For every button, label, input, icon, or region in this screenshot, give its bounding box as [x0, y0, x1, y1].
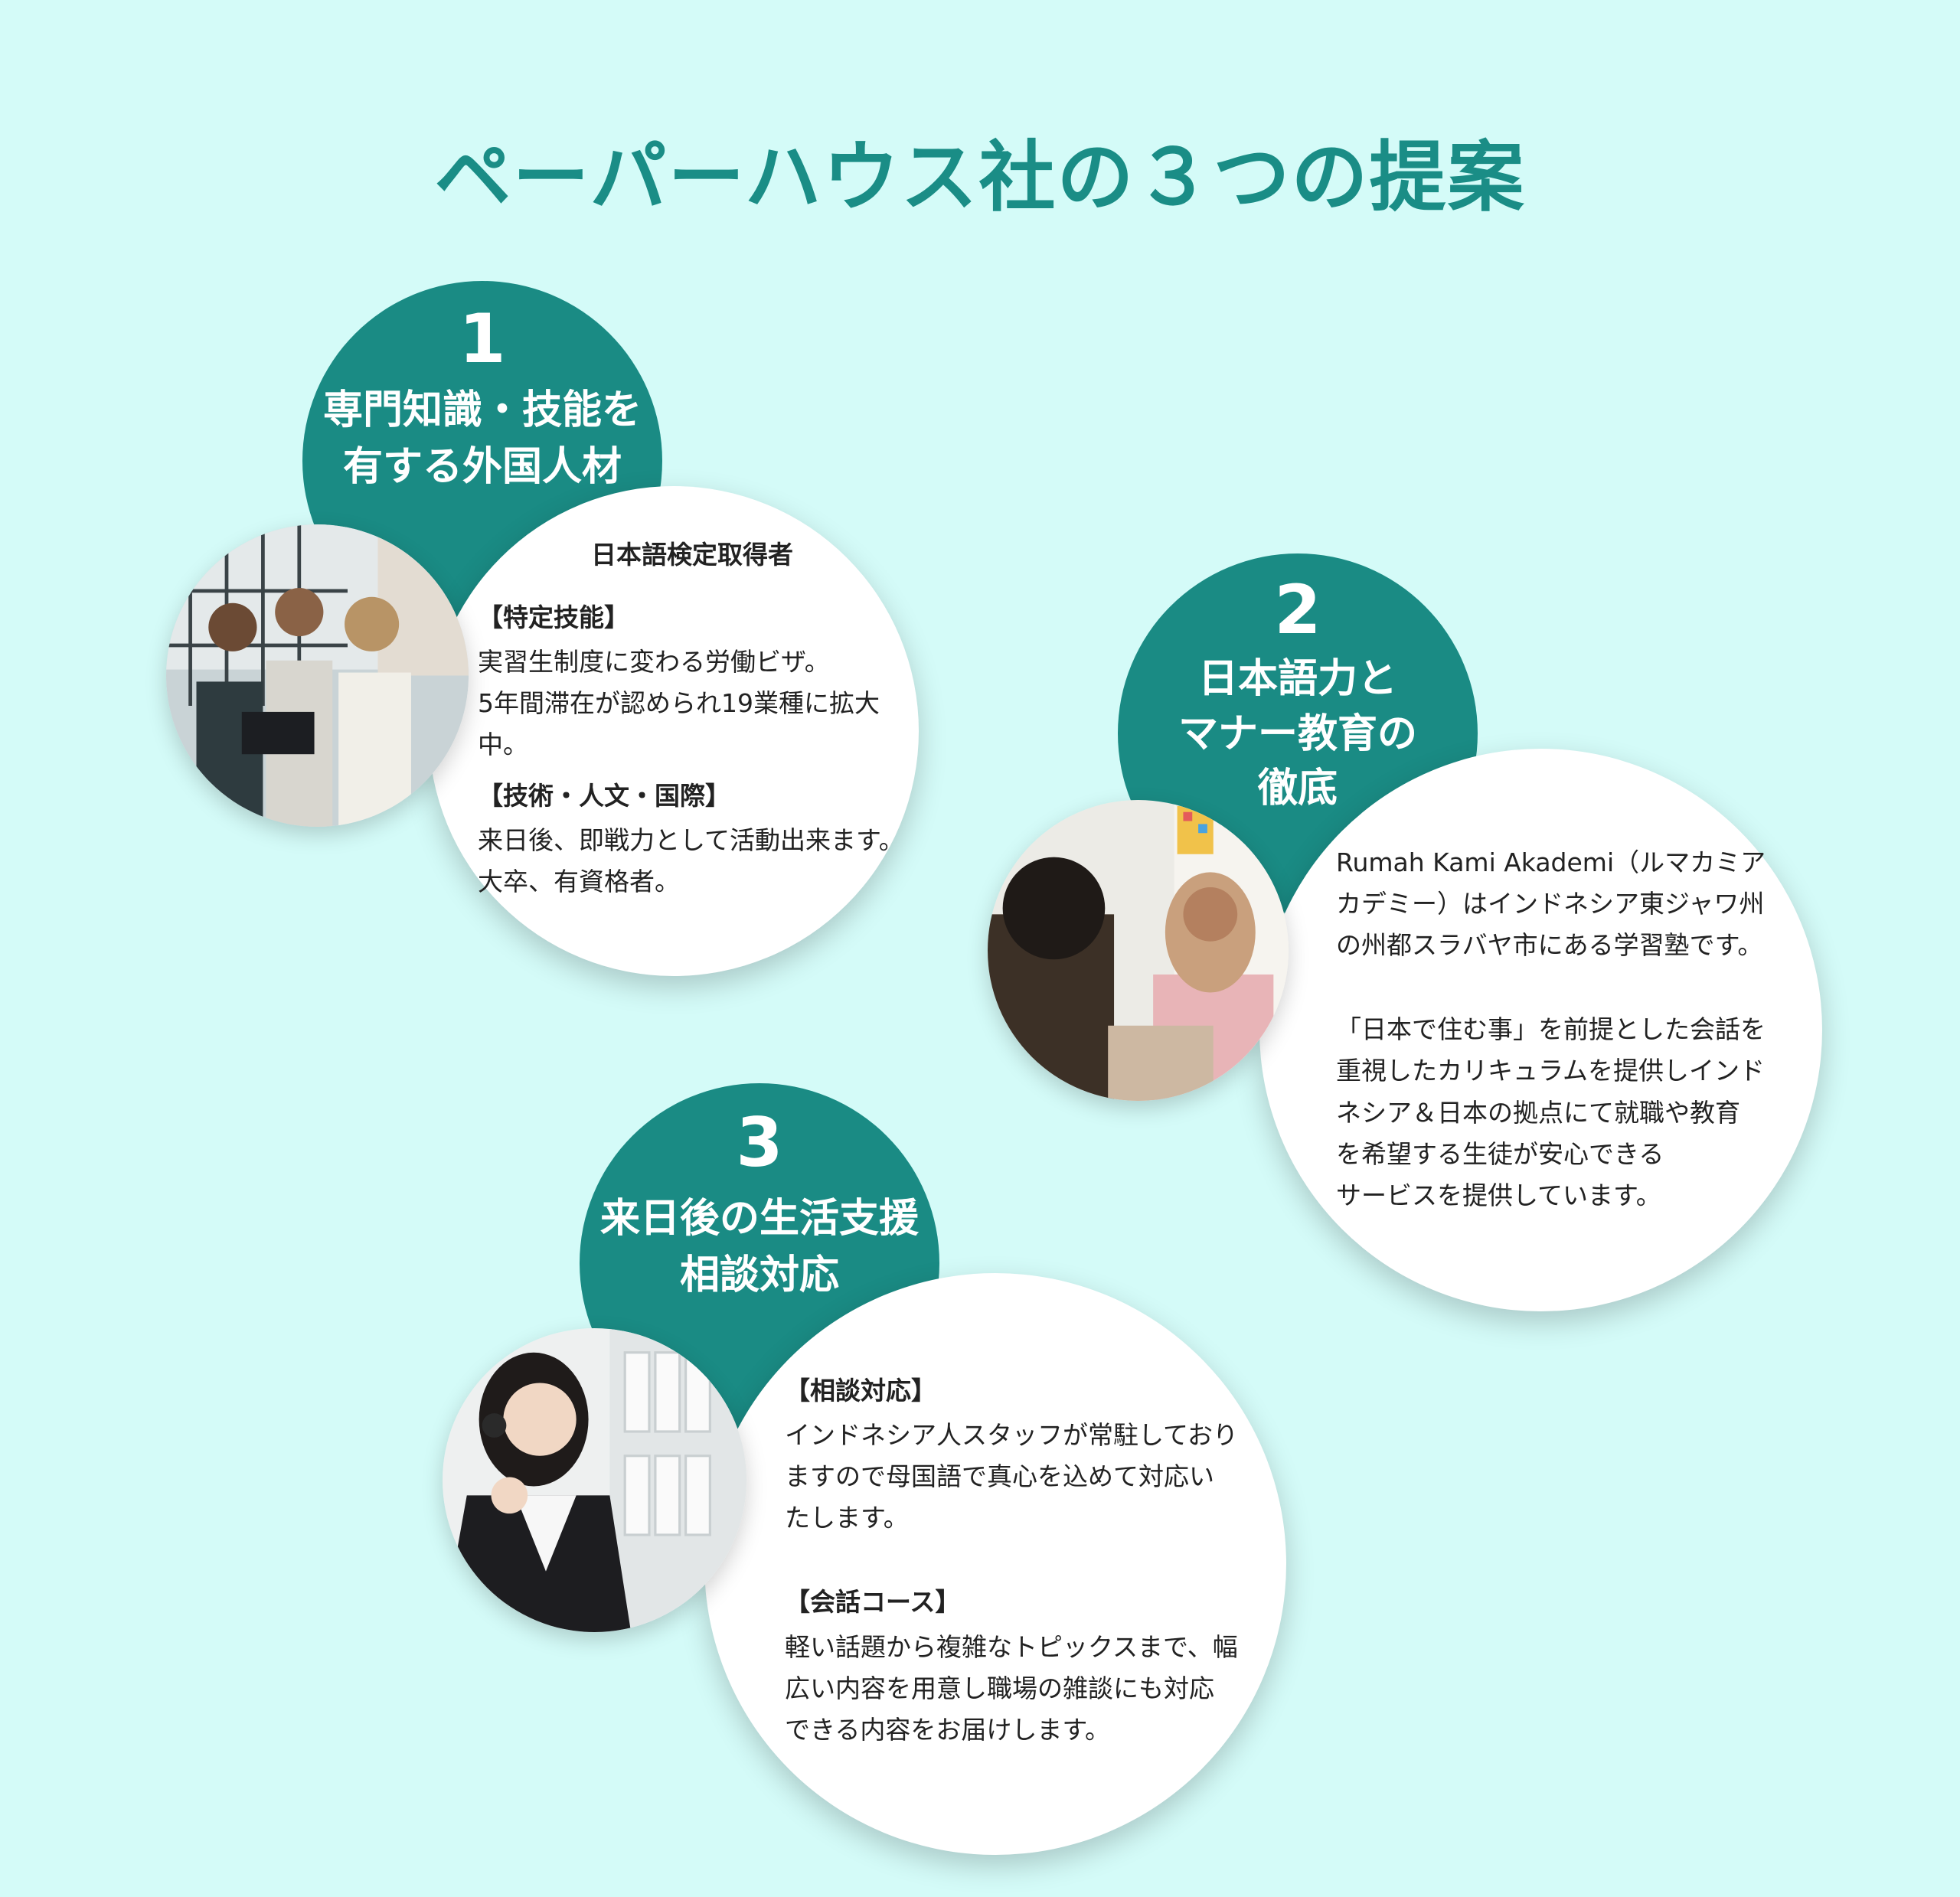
proposal-2-text-line: Rumah Kami Akademi（ルマカミア [1336, 847, 1766, 877]
proposal-2-text: Rumah Kami Akademi（ルマカミア カデミー）はインドネシア東ジャ… [1336, 842, 1795, 1216]
proposal-3-text-line: できる内容をお届けします。 [785, 1714, 1111, 1745]
proposal-3-number: 3 [736, 1103, 783, 1182]
proposal-3-photo [443, 1328, 746, 1632]
proposal-1-photo [166, 524, 469, 827]
proposal-1-heading-line: 専門知識・技能を [322, 387, 642, 433]
support-staff-photo-image [443, 1328, 746, 1632]
page-title: ペーパーハウス社の３つの提案 [434, 132, 1526, 222]
proposal-3-heading-line: 来日後の生活支援 [599, 1195, 919, 1242]
proposal-2-text-line: サービスを提供しています。 [1336, 1180, 1661, 1210]
proposal-1-text-line: 大卒、有資格者。 [478, 866, 680, 896]
proposal-3-text-circle [704, 1273, 1286, 1855]
proposal-2-heading-line: 徹底 [1257, 766, 1338, 812]
proposal-3-heading-line: 相談対応 [679, 1252, 839, 1298]
classroom-photo-image [988, 800, 1289, 1101]
proposal-1-text-circle [429, 486, 919, 976]
proposal-2-text-line: 重視したカリキュラムを提供しインド [1336, 1056, 1766, 1086]
proposal-2-text-line: を希望する生徒が安心できる [1336, 1138, 1664, 1169]
proposal-3-section-label: 【相談対応】 [785, 1376, 936, 1406]
students-photo-image [166, 524, 469, 827]
proposal-2-number: 2 [1274, 570, 1321, 649]
proposal-1-text-line: 中。 [478, 730, 528, 760]
proposal-3-text: 【相談対応】 インドネシア人スタッフが常駐しており ますので母国語で真心を込めて… [785, 1370, 1259, 1751]
proposal-2-text-line: 「日本で住む事」を前提とした会話を [1336, 1014, 1766, 1045]
proposal-3-text-line: 広い内容を用意し職場の雑談にも対応 [785, 1673, 1214, 1703]
proposal-1-heading-line: 有する外国人材 [342, 443, 622, 490]
proposal-1-text-line: 実習生制度に変わる労働ビザ。 [478, 647, 830, 678]
proposal-1-section-label: 【特定技能】 [478, 602, 629, 633]
proposal-2-heading-line: マナー教育の [1178, 710, 1417, 757]
proposal-2-text-line: カデミー）はインドネシア東ジャワ州 [1336, 889, 1765, 919]
proposal-2-text-line: の州都スラバヤ市にある学習塾です。 [1336, 930, 1763, 961]
proposal-3-text-line: たします。 [785, 1503, 909, 1533]
proposal-3-text-line: インドネシア人スタッフが常駐しており [785, 1420, 1239, 1451]
proposal-3-section-label: 【会話コース】 [785, 1587, 961, 1618]
proposal-1-text-line: 5年間滞在が認められ19業種に拡大 [478, 688, 880, 719]
proposal-2-text-line: ネシア＆日本の拠点にて就職や教育 [1336, 1097, 1740, 1128]
proposal-2-text-circle [1259, 749, 1822, 1311]
proposal-1-subtitle: 日本語検定取得者 [591, 540, 793, 570]
proposal-1-section-label: 【技術・人文・国際】 [478, 780, 730, 811]
proposal-3-text-line: ますので母国語で真心を込めて対応い [785, 1461, 1214, 1492]
proposal-1-number: 1 [459, 299, 506, 378]
proposal-3-text-line: 軽い話題から複雑なトピックスまで、幅 [785, 1631, 1238, 1662]
proposal-2-heading-line: 日本語力と [1197, 655, 1397, 702]
proposal-2-photo [988, 800, 1289, 1101]
proposal-1-text-line: 来日後、即戦力として活動出来ます。 [478, 824, 904, 855]
proposal-1-text: 日本語検定取得者 【特定技能】 実習生制度に変わる労働ビザ。 5年間滞在が認めら… [478, 534, 906, 903]
